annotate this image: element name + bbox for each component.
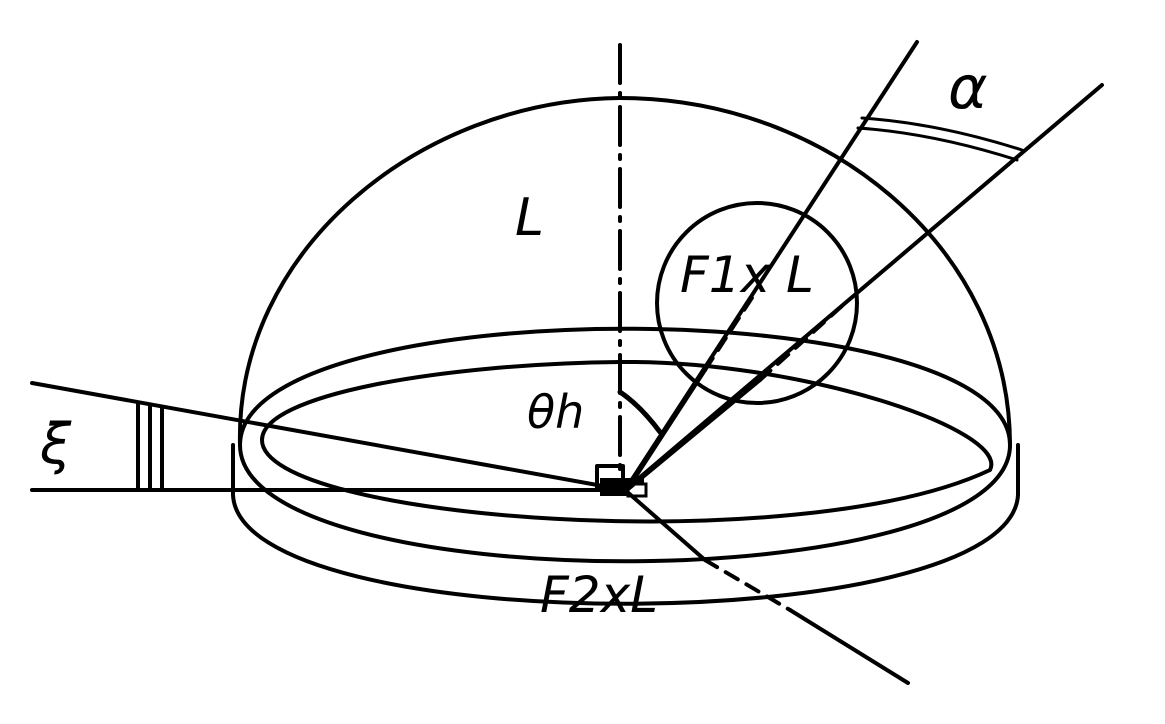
alpha-arc-1: [860, 116, 1024, 152]
label-f2xl: F2xL: [540, 566, 658, 624]
azimuth-line: [623, 488, 707, 562]
xi-ray: [30, 381, 627, 492]
band-upper-rim-front: [238, 443, 1012, 564]
azimuth-line-dashed: [703, 558, 792, 612]
cone-line-right-dashed: [758, 303, 845, 382]
band-upper-rim-back: [238, 326, 1012, 447]
label-xi: ξ: [39, 412, 72, 477]
cone-line-left-dashed: [703, 288, 759, 372]
label-alpha: α: [948, 53, 988, 123]
alpha-ray-lower: [623, 83, 1104, 492]
cone-line-left: [625, 368, 707, 492]
label-L: L: [515, 188, 544, 248]
label-f1xl: F1x L: [680, 246, 814, 304]
field-of-view-circle: [655, 201, 859, 405]
inner-floor-ellipse: [260, 359, 994, 524]
band-bottom-rim: [231, 493, 1020, 606]
theta-h-arc: [617, 389, 663, 435]
cone-line-right: [625, 378, 762, 492]
azimuth-line-outer: [788, 608, 910, 685]
alpha-arc-2: [856, 126, 1019, 162]
label-theta-h: θh: [527, 385, 584, 439]
